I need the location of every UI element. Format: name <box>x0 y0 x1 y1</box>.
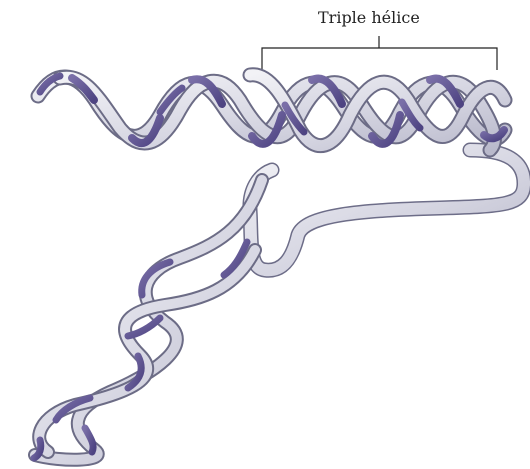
bracket <box>262 36 497 70</box>
loop-strand <box>250 150 524 270</box>
triple-helix-label: Triple hélice <box>318 8 420 27</box>
upper-triple-helix <box>38 75 505 150</box>
lower-helix <box>34 180 262 460</box>
